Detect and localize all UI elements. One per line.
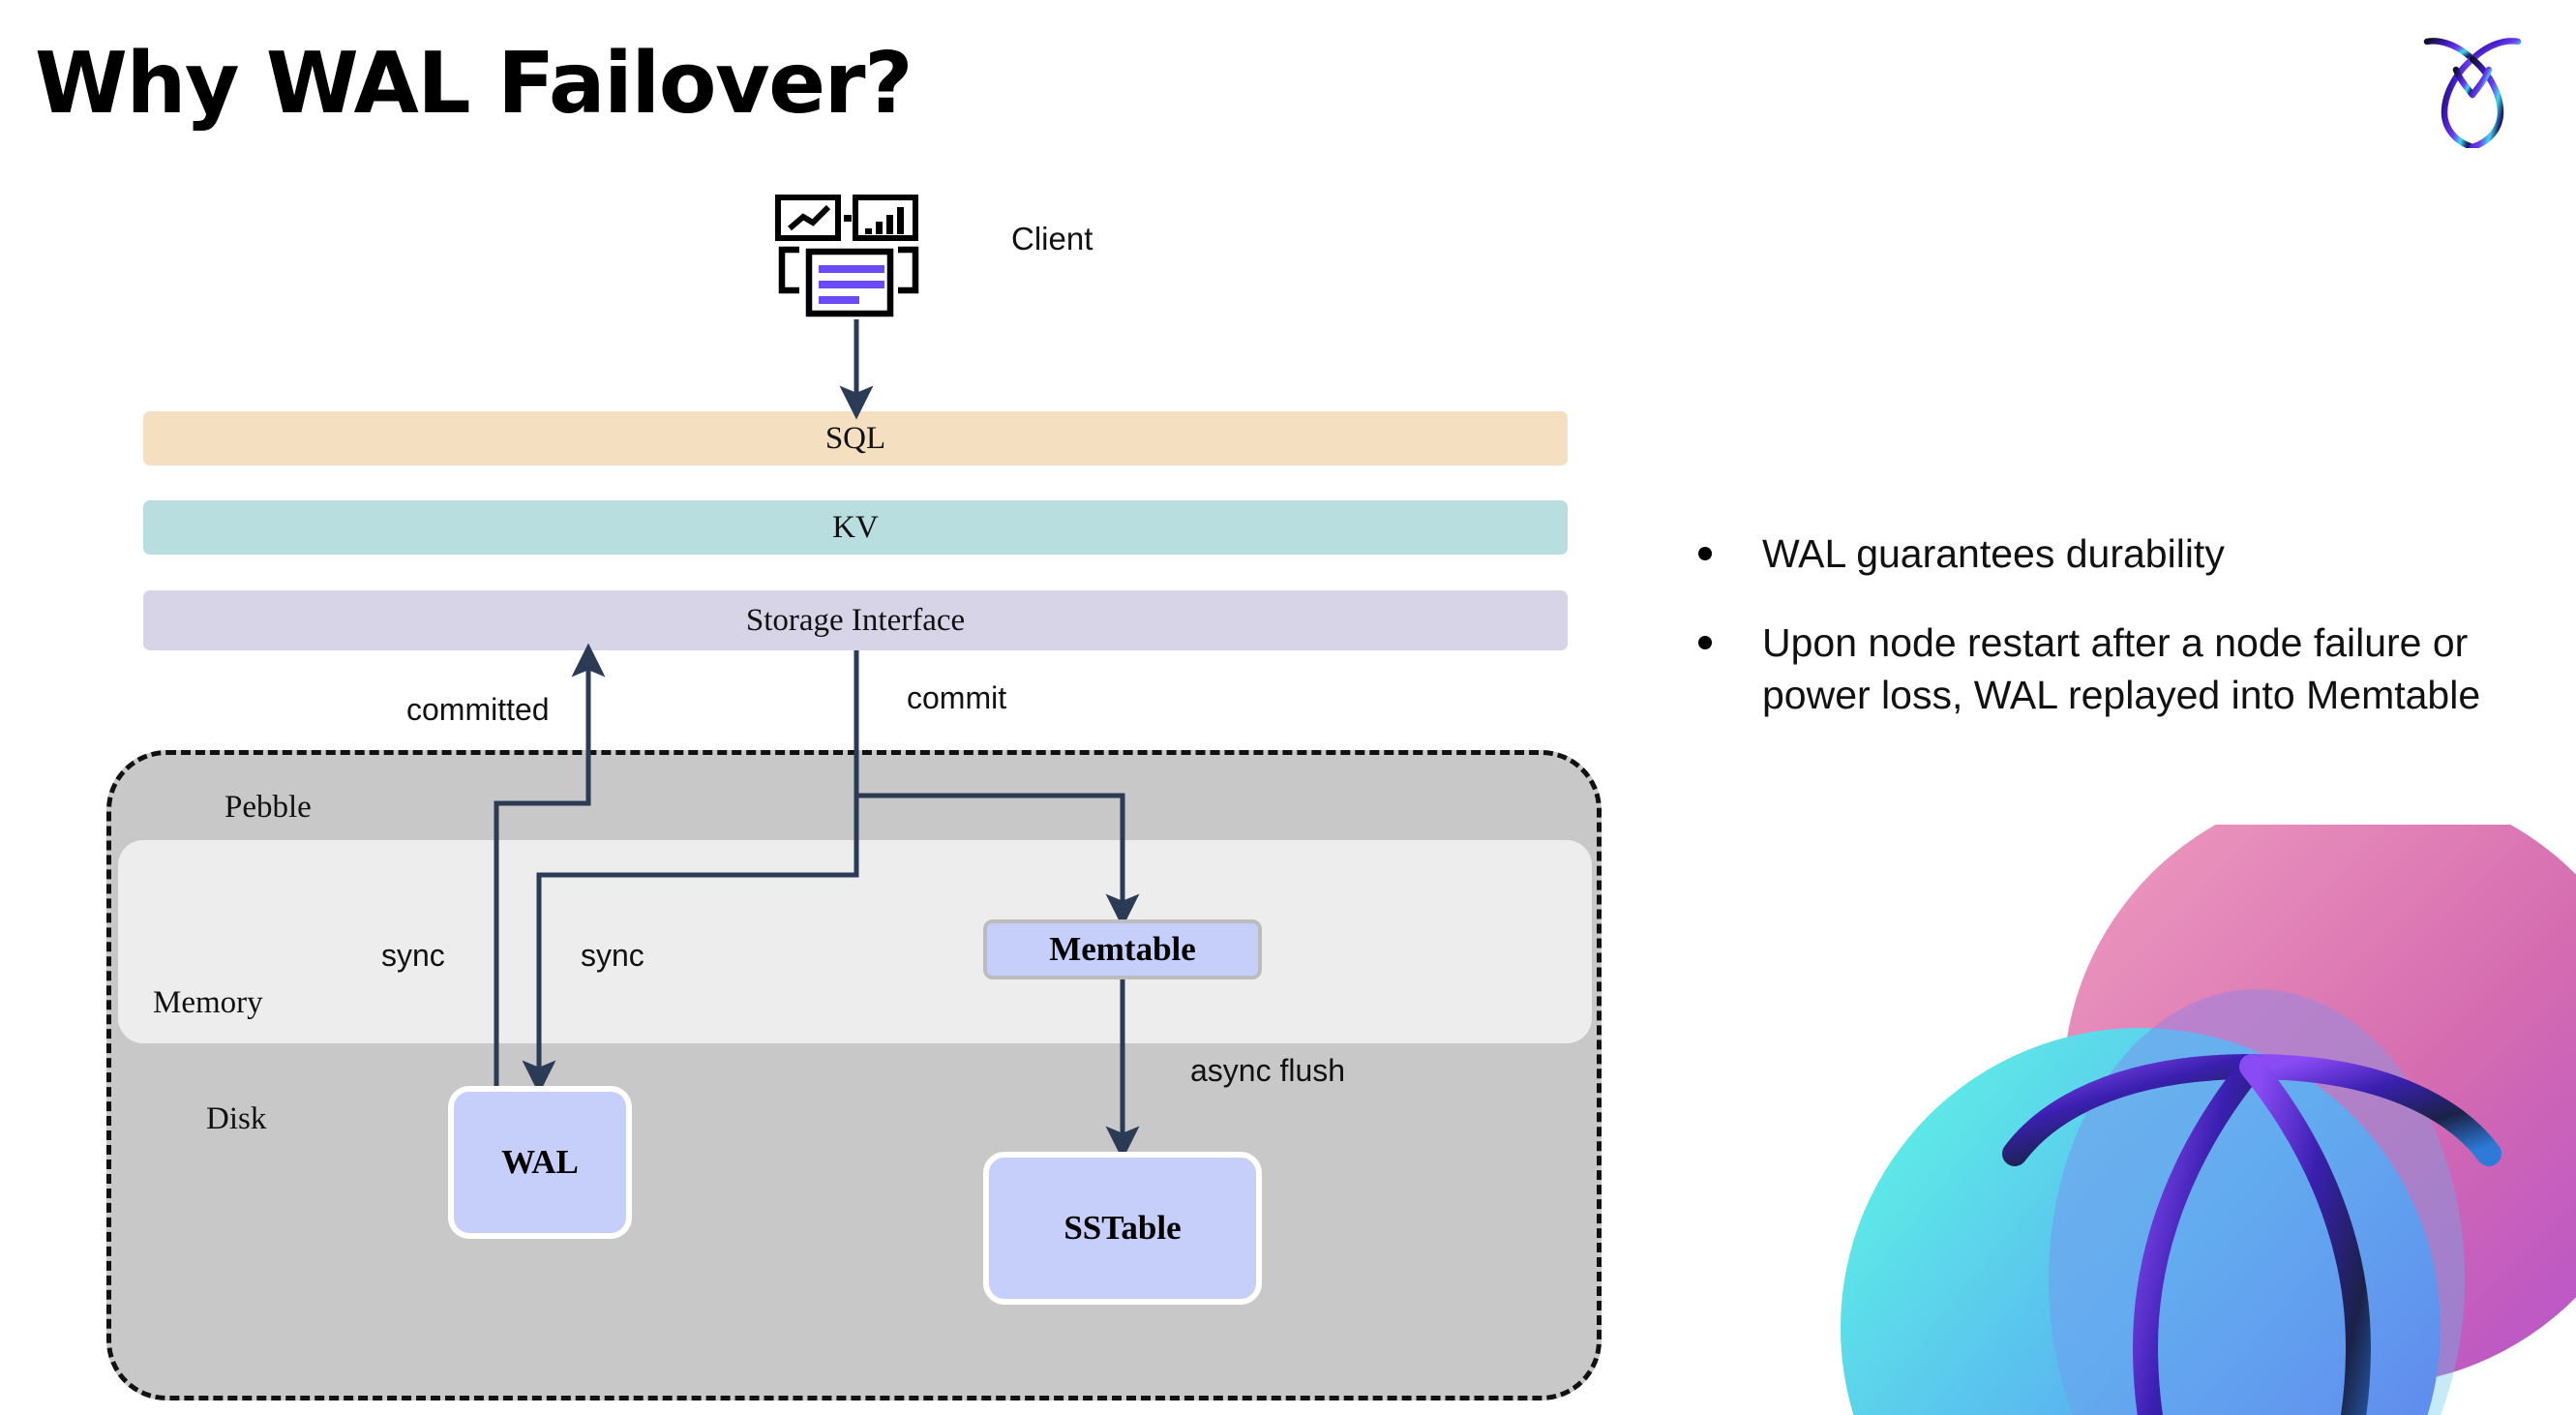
page-title: Why WAL Failover? <box>35 34 914 133</box>
decorative-watermark <box>1841 825 2576 1415</box>
zone-label-pebble: Pebble <box>225 790 312 825</box>
node-memtable: Memtable <box>983 919 1262 979</box>
list-item: WAL guarantees durability <box>1698 527 2501 580</box>
node-label-wal: WAL <box>501 1143 579 1181</box>
layer-bar-storage-interface: Storage Interface <box>143 590 1568 650</box>
cockroachdb-logo <box>2423 38 2522 148</box>
memory-region <box>118 840 1592 1043</box>
edge-label-sync-right: sync <box>581 938 644 973</box>
layer-bar-kv: KV <box>143 500 1568 555</box>
bullet-text: Upon node restart after a node failure o… <box>1762 620 2481 718</box>
node-label-sstable: SSTable <box>1063 1209 1182 1247</box>
bullet-dot-icon <box>1698 636 1712 650</box>
layer-label-kv: KV <box>832 509 879 545</box>
node-sstable: SSTable <box>983 1152 1262 1305</box>
client-dashboard-icon <box>775 195 919 317</box>
client-label: Client <box>1011 221 1093 256</box>
bullet-text: WAL guarantees durability <box>1762 531 2225 576</box>
edge-label-committed: committed <box>406 692 550 727</box>
edge-label-async-flush: async flush <box>1190 1053 1346 1088</box>
bullet-list: WAL guarantees durability Upon node rest… <box>1698 527 2501 758</box>
layer-bar-sql: SQL <box>143 411 1568 466</box>
edge-label-commit: commit <box>907 680 1007 715</box>
zone-label-disk: Disk <box>206 1101 267 1136</box>
list-item: Upon node restart after a node failure o… <box>1698 617 2501 721</box>
node-label-memtable: Memtable <box>1049 930 1196 968</box>
layer-label-sql: SQL <box>824 420 886 456</box>
node-wal: WAL <box>448 1086 632 1239</box>
edge-label-sync-left: sync <box>381 938 445 973</box>
zone-label-memory: Memory <box>153 985 263 1020</box>
bullet-dot-icon <box>1698 547 1712 560</box>
layer-label-storage-interface: Storage Interface <box>745 602 966 638</box>
